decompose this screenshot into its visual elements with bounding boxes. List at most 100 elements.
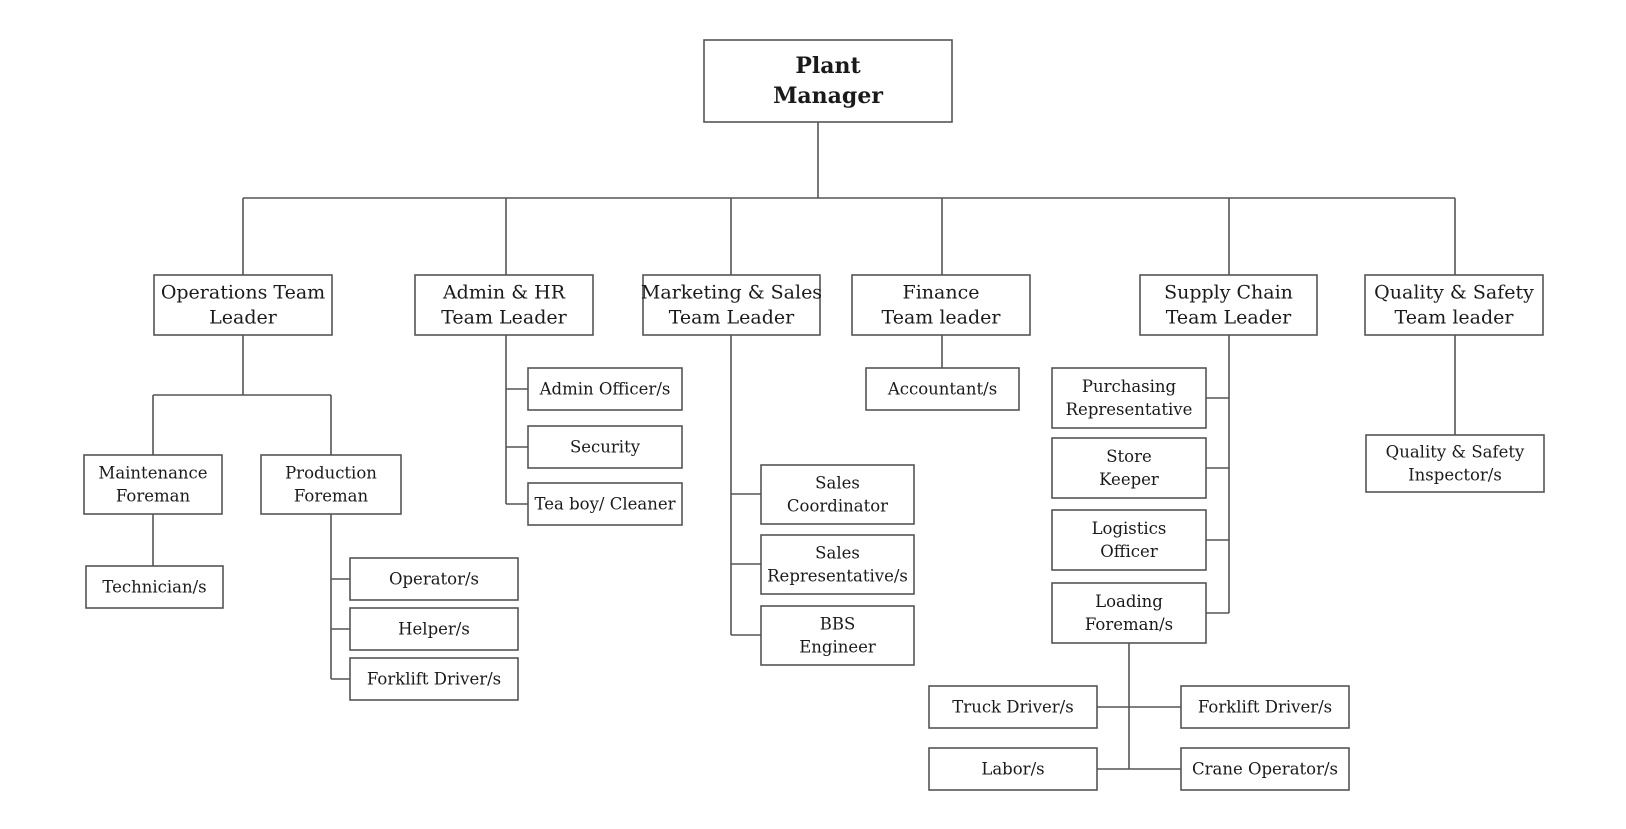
box-frame xyxy=(928,747,1098,791)
box-label-line: Logistics xyxy=(1092,519,1167,538)
box-label-line: Crane Operator/s xyxy=(1192,760,1338,779)
box-label-line: Foreman xyxy=(116,487,191,506)
sc-forklift-driver-box: Forklift Driver/s xyxy=(1180,685,1350,729)
box-frame xyxy=(1180,685,1350,729)
box-label-line: Quality & Safety xyxy=(1374,282,1534,304)
box-label-line: Store xyxy=(1106,447,1152,466)
box-label-line: Foreman/s xyxy=(1085,615,1173,634)
accountant-box: Accountant/s xyxy=(865,367,1020,411)
box-frame xyxy=(642,274,821,336)
box-frame xyxy=(760,605,915,666)
box-frame xyxy=(1364,274,1544,336)
box-label-line: Officer xyxy=(1100,542,1158,561)
box-label-line: Labor/s xyxy=(981,760,1044,779)
box-frame xyxy=(1051,367,1207,429)
box-label-line: Sales xyxy=(815,544,860,563)
box-frame xyxy=(349,607,519,651)
box-label-line: Engineer xyxy=(799,638,876,657)
box-label-line: Forklift Driver/s xyxy=(367,670,501,689)
box-frame xyxy=(527,482,683,526)
box-label-line: Quality & Safety xyxy=(1386,443,1525,462)
box-frame xyxy=(1139,274,1318,336)
box-label-line: Helper/s xyxy=(398,620,470,639)
box-label-line: Team Leader xyxy=(669,307,795,329)
admin-officer-box: Admin Officer/s xyxy=(527,367,683,411)
box-frame xyxy=(760,534,915,595)
box-label-line: Leader xyxy=(209,307,278,329)
crane-operator-box: Crane Operator/s xyxy=(1180,747,1350,791)
box-label-line: Forklift Driver/s xyxy=(1198,698,1332,717)
box-label-line: Operator/s xyxy=(389,570,479,589)
box-label-line: Accountant/s xyxy=(887,380,997,399)
box-label-line: Technician/s xyxy=(102,578,206,597)
box-label-line: Keeper xyxy=(1099,470,1159,489)
box-label-line: Inspector/s xyxy=(1408,466,1502,485)
box-label-line: Supply Chain xyxy=(1164,282,1293,304)
connector-lines xyxy=(152,122,1456,770)
ops-forklift-driver-box: Forklift Driver/s xyxy=(349,657,519,701)
box-frame xyxy=(85,565,224,609)
box-label-line: Admin & HR xyxy=(442,282,566,304)
box-label-line: Tea boy/ Cleaner xyxy=(535,495,676,514)
box-label-line: Operations Team xyxy=(161,282,325,304)
box-frame xyxy=(703,39,953,123)
box-label-line: Finance xyxy=(903,282,980,304)
box-frame xyxy=(527,425,683,469)
box-frame xyxy=(865,367,1020,411)
box-label-line: Manager xyxy=(773,83,883,109)
box-label-line: Production xyxy=(285,464,377,483)
box-label-line: Team Leader xyxy=(441,307,567,329)
box-frame xyxy=(414,274,594,336)
box-frame xyxy=(1051,437,1207,499)
box-label-line: Coordinator xyxy=(787,497,888,516)
box-label-line: Truck Driver/s xyxy=(952,698,1073,717)
box-frame xyxy=(260,454,402,515)
box-label-line: Representative/s xyxy=(767,567,908,586)
box-frame xyxy=(527,367,683,411)
box-label-line: Plant xyxy=(795,53,861,79)
box-label-line: Purchasing xyxy=(1082,377,1177,396)
box-frame xyxy=(1180,747,1350,791)
box-frame xyxy=(851,274,1031,336)
technician-box: Technician/s xyxy=(85,565,224,609)
box-label-line: Team Leader xyxy=(1166,307,1292,329)
operator-box: Operator/s xyxy=(349,557,519,601)
box-label-line: Marketing & Sales xyxy=(641,282,822,304)
box-label-line: Maintenance xyxy=(98,464,207,483)
admin-hr-team-leader-box: Admin & HR Team Leader xyxy=(414,274,594,336)
box-frame xyxy=(349,557,519,601)
box-frame xyxy=(1365,434,1545,493)
labor-box: Labor/s xyxy=(928,747,1098,791)
box-frame xyxy=(1051,509,1207,571)
box-label-line: Admin Officer/s xyxy=(539,380,671,399)
box-frame xyxy=(153,274,333,336)
box-frame xyxy=(83,454,223,515)
box-label-line: Loading xyxy=(1095,592,1163,611)
box-frame xyxy=(349,657,519,701)
box-frame xyxy=(760,464,915,525)
box-label-line: Team leader xyxy=(1395,307,1515,329)
tea-boy-cleaner-box: Tea boy/ Cleaner xyxy=(527,482,683,526)
box-label-line: Team leader xyxy=(882,307,1002,329)
box-label-line: Sales xyxy=(815,474,860,493)
box-frame xyxy=(928,685,1098,729)
box-label-line: Foreman xyxy=(294,487,369,506)
